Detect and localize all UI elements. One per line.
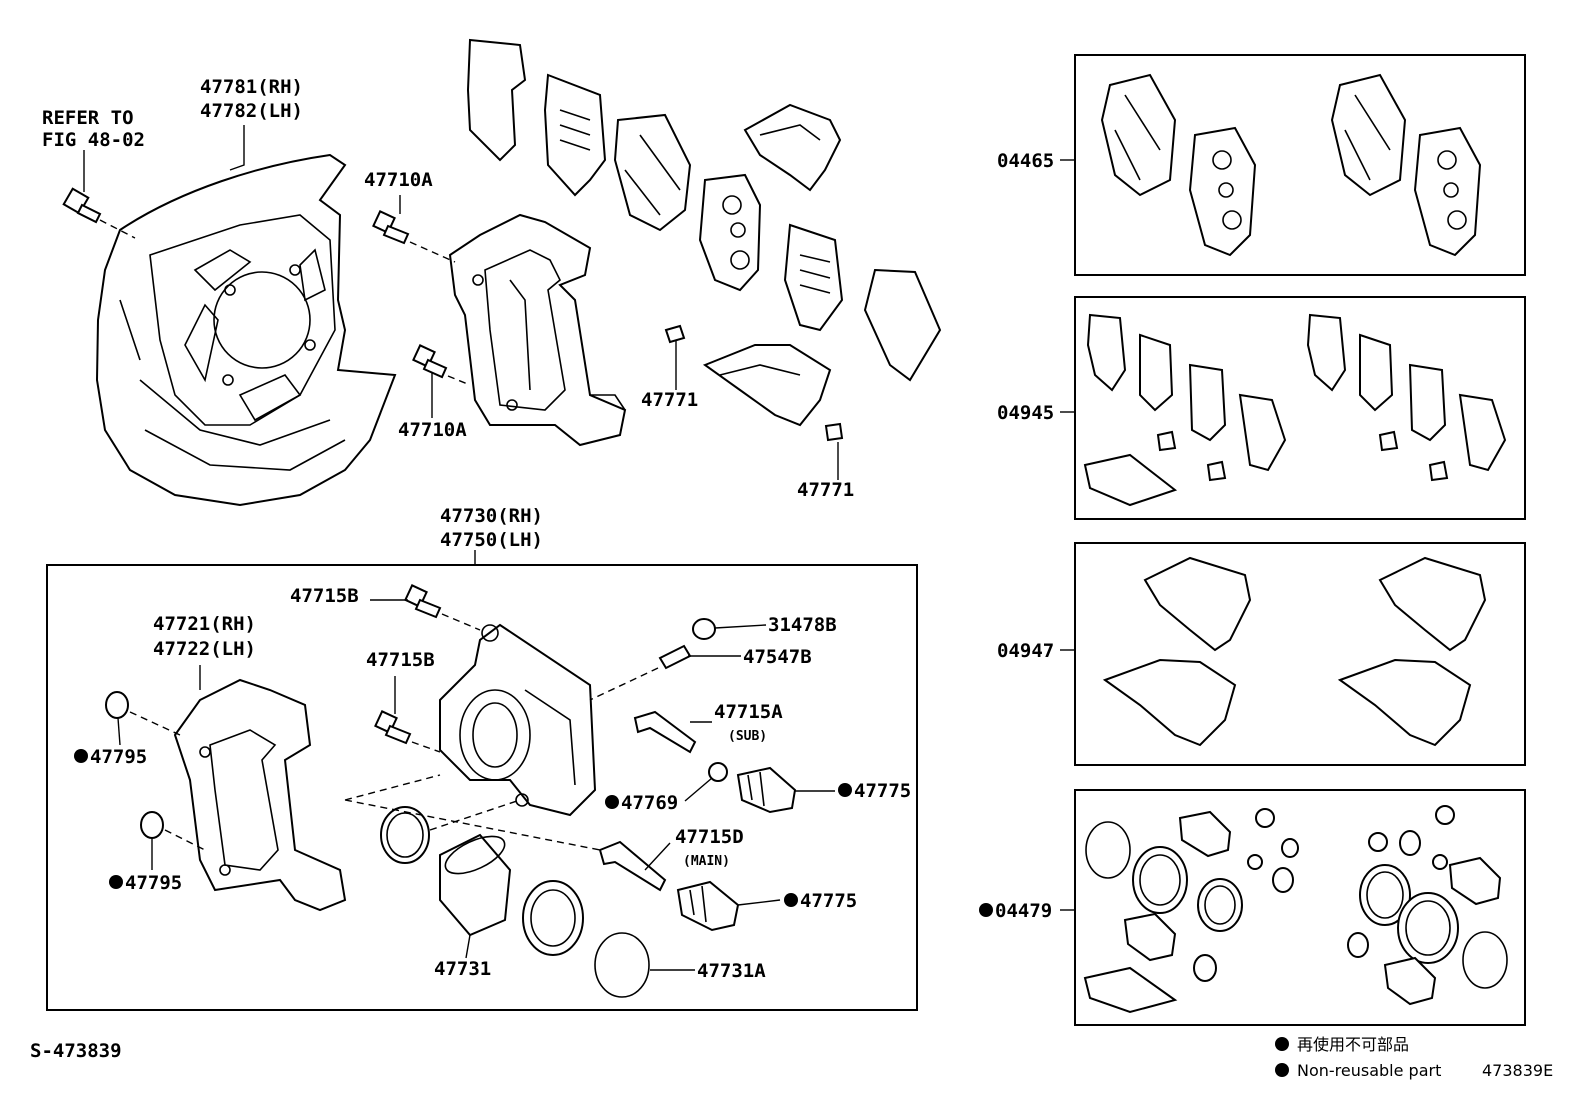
pad-clip-b-icon <box>824 422 844 442</box>
piston-seal-icon <box>380 806 430 864</box>
bleeder-cap-icon <box>692 618 716 640</box>
slide-pin-main-icon <box>598 840 667 892</box>
kit-04945-label: 04945 <box>997 402 1054 424</box>
ring-47731a-icon <box>594 932 650 998</box>
caliper-mounting-upper-drawing <box>448 213 627 447</box>
shield-rh-label: 47781(RH) <box>200 76 303 98</box>
bolt-47715b-top-label: 47715B <box>290 585 359 607</box>
kit-box-pads <box>1074 54 1526 276</box>
washer-bottom-callout: 47795 <box>109 872 182 894</box>
kit-box-shims <box>1074 296 1526 520</box>
washer-top-icon <box>105 691 181 736</box>
bolt-47715b-mid-label: 47715B <box>366 649 435 671</box>
kit-shims-drawing <box>1083 313 1507 507</box>
brake-pads-drawing <box>466 38 942 382</box>
bush-47769-callout: 47769 <box>605 792 678 814</box>
caliper-lh-label: 47750(LH) <box>440 529 543 551</box>
piston-icon <box>439 833 512 937</box>
seal-47731a-label: 47731A <box>697 960 766 982</box>
figure-ref-label: 473839E <box>1482 1061 1553 1080</box>
refer-fig-label: FIG 48-02 <box>42 129 145 151</box>
piston-boot-icon <box>522 880 584 956</box>
kit-04479-callout: 04479 <box>979 900 1052 922</box>
pin-main-note: (MAIN) <box>683 854 730 869</box>
mount-rh-label: 47721(RH) <box>153 613 256 635</box>
piston-47731-label: 47731 <box>434 958 491 980</box>
legend-jp-text: 再使用不可部品 <box>1297 1035 1409 1054</box>
caliper-rh-label: 47730(RH) <box>440 505 543 527</box>
caliper-bolt-mid-icon <box>374 710 441 753</box>
boot-top-icon <box>736 766 797 814</box>
pad-clip-a-icon <box>664 324 686 344</box>
bushing-icon <box>708 762 728 782</box>
clip-47771-b-label: 47771 <box>797 479 854 501</box>
bolt-47710a-upper-label: 47710A <box>364 169 433 191</box>
slide-pin-sub-icon <box>633 710 697 754</box>
non-reusable-marker-icon <box>784 893 798 907</box>
bush-47769-label: 47769 <box>621 792 678 814</box>
bolt-47710a-lower-label: 47710A <box>398 419 467 441</box>
shield-bolt-icon <box>62 187 136 239</box>
kit-04947-label: 04947 <box>997 640 1054 662</box>
boot-47775-bottom-label: 47775 <box>800 890 857 912</box>
mounting-bolt-upper-icon <box>372 210 456 263</box>
non-reusable-marker-icon <box>109 875 123 889</box>
boot-top-callout: 47775 <box>838 780 911 802</box>
kit-box-clips <box>1074 542 1526 766</box>
pin-47715a-label: 47715A <box>714 701 783 723</box>
anti-squeal-clips-drawing <box>702 103 842 427</box>
shield-lh-label: 47782(LH) <box>200 100 303 122</box>
caliper-mounting-drawing <box>173 678 347 912</box>
washer-top-callout: 47795 <box>74 746 147 768</box>
kit-04465-label: 04465 <box>997 150 1054 172</box>
kit-box-seals <box>1074 789 1526 1026</box>
boot-bottom-icon <box>676 880 740 932</box>
caliper-bolt-top-icon <box>404 584 481 631</box>
bleeder-47547b-label: 47547B <box>743 646 812 668</box>
washer-47795-top-label: 47795 <box>90 746 147 768</box>
legend-marker-en-icon <box>1275 1063 1289 1077</box>
non-reusable-marker-icon <box>74 749 88 763</box>
bleeder-screw-icon <box>589 644 692 701</box>
pin-sub-note: (SUB) <box>728 729 767 744</box>
boot-bottom-callout: 47775 <box>784 890 857 912</box>
boot-47775-top-label: 47775 <box>854 780 911 802</box>
legend: 再使用不可部品 Non-reusable part 473839E <box>1275 1035 1553 1080</box>
kit-clips-drawing <box>1102 556 1487 747</box>
caliper-assembly-box <box>46 564 918 1011</box>
non-reusable-marker-icon <box>838 783 852 797</box>
pin-47715d-label: 47715D <box>675 826 744 848</box>
page-ref-label: S-473839 <box>30 1040 122 1062</box>
non-reusable-marker-icon <box>979 903 993 917</box>
legend-en-text: Non-reusable part <box>1297 1061 1441 1080</box>
washer-47795-bottom-label: 47795 <box>125 872 182 894</box>
kit-pads-drawing <box>1100 73 1482 257</box>
clip-47771-a-label: 47771 <box>641 389 698 411</box>
refer-to-label: REFER TO <box>42 107 134 129</box>
legend-marker-jp-icon <box>1275 1037 1289 1051</box>
mounting-bolt-lower-icon <box>412 344 471 386</box>
caliper-body-drawing <box>439 623 597 817</box>
mount-lh-label: 47722(LH) <box>153 638 256 660</box>
dust-shield-drawing <box>95 153 397 507</box>
non-reusable-marker-icon <box>605 795 619 809</box>
kit-seals-drawing <box>1083 805 1508 1014</box>
kit-04479-label: 04479 <box>995 900 1052 922</box>
cap-31478b-label: 31478B <box>768 614 837 636</box>
